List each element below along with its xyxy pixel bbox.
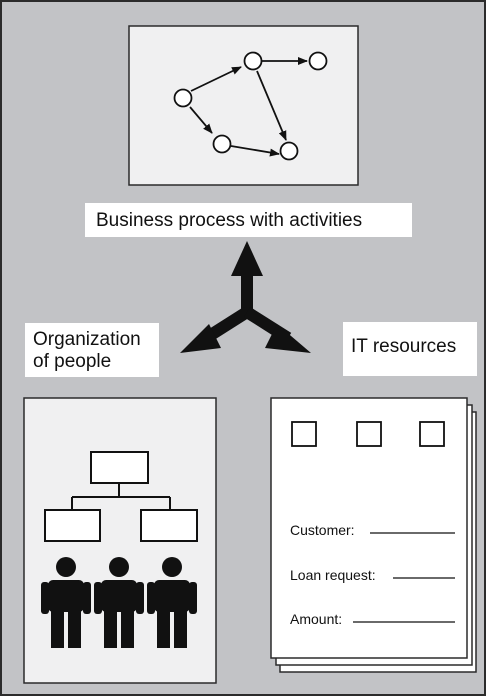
- customer-label: Customer:: [290, 522, 355, 538]
- process-edge: [190, 66, 242, 92]
- workflow-node-icon: [243, 51, 263, 71]
- person-icon: [147, 557, 197, 648]
- it-document-stack: [270, 397, 477, 673]
- org-caption-line1: Organization: [33, 329, 141, 350]
- process-edge: [189, 106, 213, 134]
- org-caption-box: Organization of people: [25, 323, 159, 377]
- checkbox-icon: [291, 421, 317, 447]
- checkbox-icon: [419, 421, 445, 447]
- tri-arrow-icon: [180, 241, 311, 353]
- it-caption: IT resources: [351, 336, 457, 357]
- org-caption-line2: of people: [33, 351, 112, 372]
- workflow-node-icon: [173, 88, 193, 108]
- person-icon: [41, 557, 91, 648]
- process-caption-box: Business process with activities: [85, 203, 412, 237]
- org-panel: [23, 397, 217, 684]
- workflow-node-icon: [279, 141, 299, 161]
- process-edge: [230, 145, 280, 157]
- process-caption: Business process with activities: [96, 210, 363, 231]
- it-caption-box: IT resources: [343, 322, 477, 376]
- loan-request-label: Loan request:: [290, 567, 376, 583]
- workflow-node-icon: [212, 134, 232, 154]
- person-icon: [94, 557, 144, 648]
- amount-label: Amount:: [290, 611, 343, 627]
- workflow-node-icon: [308, 51, 328, 71]
- org-chart-icon: [44, 451, 198, 542]
- checkbox-icon: [356, 421, 382, 447]
- process-edge: [256, 70, 287, 141]
- process-panel: [128, 25, 359, 186]
